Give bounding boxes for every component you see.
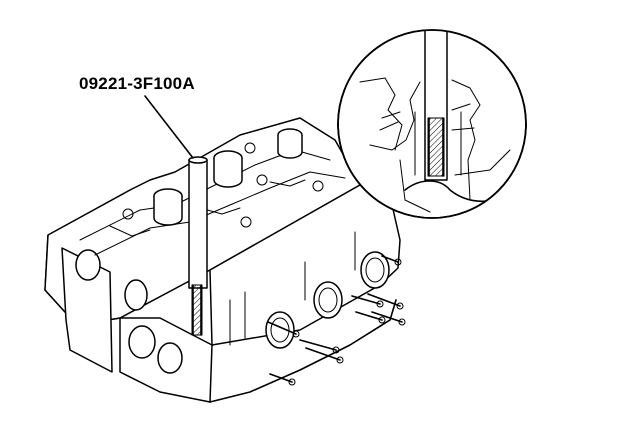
valve-guide-installer-icon (188, 156, 208, 336)
tool-part-number-label: 09221-3F100A (79, 74, 195, 93)
magnified-detail-icon (337, 29, 527, 219)
label-leader-line (144, 95, 194, 159)
cylinder-head-icon (44, 117, 406, 403)
